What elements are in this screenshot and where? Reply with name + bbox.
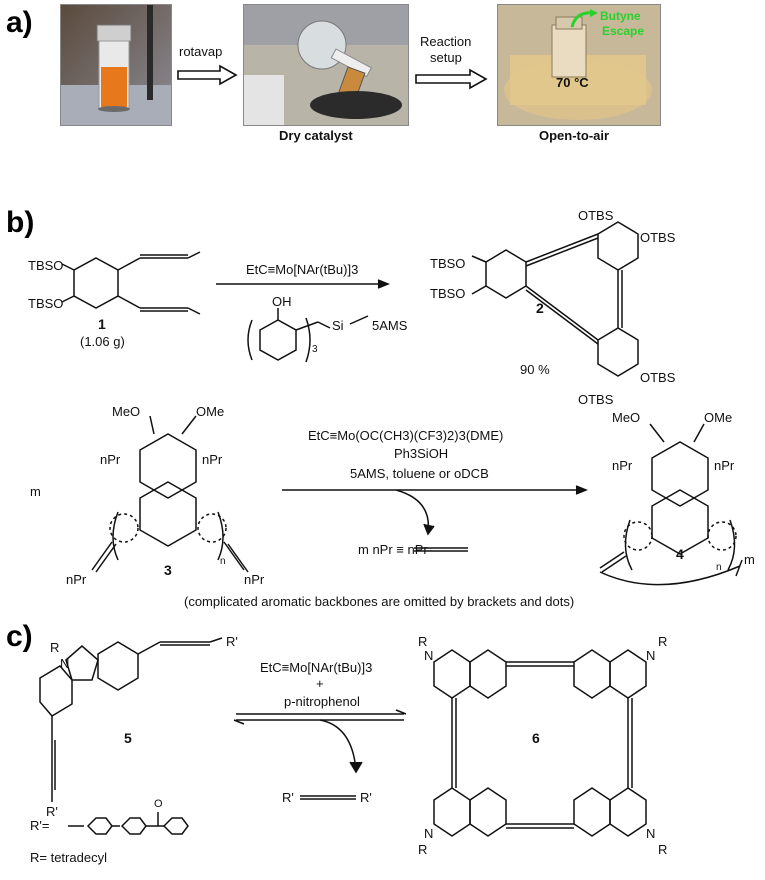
byproduct-c-left: R' (282, 790, 294, 805)
photo-vial-orange-solution (60, 4, 172, 126)
rprime-definition: R'= (30, 818, 50, 833)
tbso-label-2a: TBSO (430, 256, 466, 271)
arrow2-label-line2: setup (430, 50, 462, 65)
photo2-caption: Dry catalyst (279, 128, 353, 143)
n-atom-6a: N (424, 648, 434, 663)
reagent-b-bottom-1: EtC≡Mo(OC(CH3)(CF3)2)3(DME) (308, 428, 504, 443)
n-atom-6d: N (646, 826, 656, 841)
r-label-5: R (50, 640, 60, 655)
npr-label-3d: nPr (244, 572, 265, 587)
meo-label-4: MeO (612, 410, 641, 425)
npr-label-4a: nPr (612, 458, 633, 473)
ligand-oh: OH (272, 294, 292, 309)
reagent-c-1: EtC≡Mo[NAr(tBu)]3 (260, 660, 373, 675)
compound-1-number: 1 (98, 316, 106, 332)
n-subscript-3: n (220, 556, 226, 567)
photo3-caption: Open-to-air (539, 128, 610, 143)
byproduct-b: m nPr ≡ nPr (358, 542, 428, 557)
otbs-label-c: OTBS (640, 370, 676, 385)
compound-1-mass: (1.06 g) (80, 334, 125, 349)
r-label-6a: R (418, 634, 428, 649)
reagent-b-bottom-2: Ph3SiOH (394, 446, 449, 461)
arrow1-label: rotavap (179, 44, 223, 59)
hollow-arrow-2 (415, 68, 488, 90)
scheme-b-note: (complicated aromatic backbones are omit… (184, 594, 575, 609)
npr-label-3a: nPr (100, 452, 121, 467)
reagent-b-bottom-3: 5AMS, toluene or oDCB (350, 466, 489, 481)
panel-a-label: a) (6, 6, 33, 39)
yield-label: 90 % (520, 362, 550, 377)
macrocycle-6 (433, 649, 647, 837)
n-atom-6b: N (646, 648, 656, 663)
butyne-annotation-1: Butyne (600, 9, 641, 23)
ome-label-4: OMe (704, 410, 733, 425)
butyne-annotation-2: Escape (602, 24, 645, 38)
ligand-subscript: 3 (312, 344, 318, 355)
reagent-c-2: p-nitrophenol (284, 694, 360, 709)
compound-3-number: 3 (164, 562, 172, 578)
photo-rotavap-dry-catalyst (243, 4, 409, 126)
tbso-label-1a: TBSO (28, 258, 64, 273)
tbso-label-1b: TBSO (28, 296, 64, 311)
ome-label-3: OMe (196, 404, 225, 419)
compound-6-number: 6 (532, 730, 540, 746)
meo-label-3: MeO (112, 404, 141, 419)
r-label-6c: R (418, 842, 428, 857)
m-label: m (30, 484, 41, 499)
hollow-arrow-1 (177, 64, 238, 86)
reagent-c-plus: + (316, 676, 324, 691)
n-subscript-4: n (716, 562, 722, 573)
otbs-label-a: OTBS (578, 208, 614, 223)
otbs-label-b: OTBS (640, 230, 676, 245)
npr-label-3b: nPr (202, 452, 223, 467)
panel-c-label: c) (6, 620, 33, 653)
compound-5-number: 5 (124, 730, 132, 746)
ligand-si: Si (332, 318, 344, 333)
n-atom-5: N (60, 656, 70, 671)
compound-4-number: 4 (676, 546, 684, 562)
temperature-label: 70 °C (556, 75, 589, 90)
photo-open-to-air-reaction: Butyne Escape 70 °C (497, 4, 661, 126)
compound-2-number: 2 (536, 300, 544, 316)
r-label-6d: R (658, 842, 668, 857)
ligand-5ams: 5AMS (372, 318, 408, 333)
arrow2-label-line1: Reaction (420, 34, 472, 49)
panel-b-label: b) (6, 206, 35, 239)
byproduct-c-right: R' (360, 790, 372, 805)
npr-label-4b: nPr (714, 458, 735, 473)
otbs-label-d: OTBS (578, 392, 614, 407)
rprime-label-5b: R' (46, 804, 58, 819)
r-label-6b: R (658, 634, 668, 649)
m-subscript-4: m (744, 552, 755, 567)
tbso-label-2b: TBSO (430, 286, 466, 301)
r-definition: R= tetradecyl (30, 850, 107, 865)
npr-label-3c: nPr (66, 572, 87, 587)
reagent-b-top: EtC≡Mo[NAr(tBu)]3 (246, 262, 359, 277)
carbonyl-o: O (154, 798, 163, 810)
n-atom-6c: N (424, 826, 434, 841)
rprime-label-5a: R' (226, 634, 238, 649)
